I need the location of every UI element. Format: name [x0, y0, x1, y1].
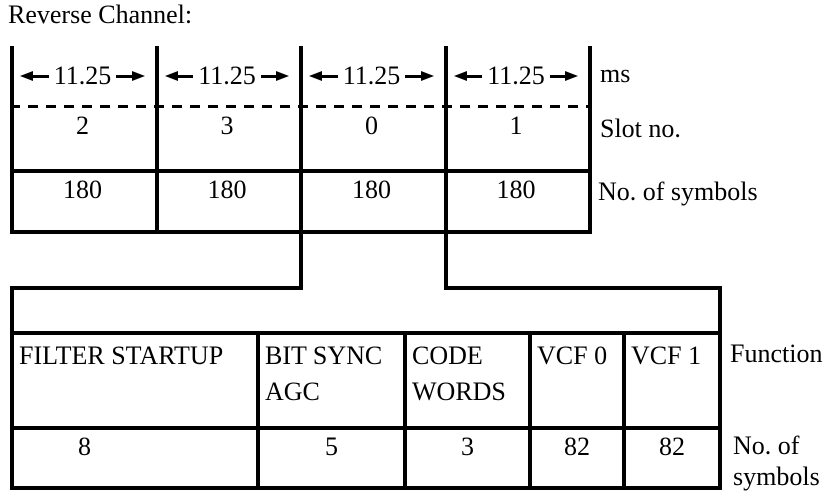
arrow-shaft: [549, 74, 566, 78]
detail-symbols-row-label-line1: No. of: [733, 431, 800, 460]
arrow-shaft: [322, 74, 338, 78]
slot-symbols-cell-2: 180: [352, 175, 391, 204]
arrow-shaft: [178, 74, 194, 78]
symbols-row-label: No. of symbols: [598, 177, 758, 206]
detail-table-left-border: [10, 286, 14, 490]
detail-col-divider-2: [528, 331, 532, 490]
arrow-shaft: [405, 74, 422, 78]
arrow-left-icon: [309, 71, 322, 81]
duration-unit-label: ms: [600, 59, 631, 88]
arrow-right-icon: [276, 71, 290, 81]
slot-symbols-cell-0: 180: [63, 175, 102, 204]
arrow-right-icon: [132, 71, 146, 81]
arrow-right-icon: [565, 71, 579, 81]
arrow-shaft: [116, 74, 133, 78]
duration-value: 11.25: [487, 61, 545, 90]
detail-table-top-border: [10, 331, 722, 335]
detail-symbols-row-label-line2: symbols: [733, 462, 820, 491]
figure-title: Reverse Channel:: [8, 0, 193, 29]
duration-cell-2: 11.25: [299, 50, 444, 102]
duration-cell-3: 11.25: [444, 50, 588, 102]
detail-table-bottom-border: [10, 486, 722, 490]
slot-tick-line-2: [299, 46, 303, 234]
upper-row-divider-line: [10, 169, 592, 173]
arrow-shaft: [33, 74, 49, 78]
expansion-connector-left-line: [299, 230, 303, 290]
detail-row-divider-line: [10, 426, 722, 430]
arrow-shaft: [467, 74, 483, 78]
expansion-bracket-right-line: [444, 286, 722, 290]
duration-value: 11.25: [198, 61, 256, 90]
slot-tick-line-1: [155, 46, 159, 234]
arrow-left-icon: [454, 71, 467, 81]
dashed-separator-line: [10, 105, 592, 108]
arrow-left-icon: [20, 71, 33, 81]
slot-tick-line-0: [10, 46, 14, 234]
segment-symbols-cell-0: 8: [78, 432, 91, 461]
arrow-right-icon: [421, 71, 435, 81]
segment-symbols-cell-2: 3: [461, 432, 474, 461]
duration-cell-0: 11.25: [10, 50, 155, 102]
slot-symbols-cell-1: 180: [207, 175, 247, 204]
slot-number-cell-1: 3: [220, 111, 234, 140]
detail-col-divider-1: [403, 331, 407, 490]
function-cell-3: VCF 0: [537, 341, 608, 370]
slot-row-label: Slot no.: [600, 114, 681, 143]
duration-value: 11.25: [53, 61, 112, 90]
segment-symbols-cell-3: 82: [564, 432, 590, 461]
slot-number-cell-3: 1: [509, 111, 523, 140]
duration-value: 11.25: [342, 61, 401, 90]
function-cell-2: CODE WORDS: [412, 341, 506, 406]
expansion-connector-right-line: [444, 230, 448, 290]
function-cell-1: BIT SYNC AGC: [265, 341, 383, 406]
function-cell-4: VCF 1: [631, 341, 702, 370]
expansion-bracket-left-line: [10, 286, 303, 290]
function-row-label: Function: [730, 339, 823, 368]
slot-number-cell-0: 2: [76, 111, 89, 140]
slot-tick-line-3: [444, 46, 448, 234]
function-cell-0: FILTER STARTUP: [19, 341, 224, 370]
segment-symbols-cell-4: 82: [659, 432, 685, 461]
slot-number-cell-2: 0: [365, 111, 378, 140]
detail-col-divider-3: [622, 331, 626, 490]
duration-cell-1: 11.25: [155, 50, 299, 102]
arrow-shaft: [260, 74, 277, 78]
detail-table-right-border: [718, 286, 722, 490]
arrow-left-icon: [165, 71, 178, 81]
detail-col-divider-0: [256, 331, 260, 490]
segment-symbols-cell-1: 5: [325, 432, 338, 461]
slot-symbols-cell-3: 180: [496, 175, 536, 204]
slot-tick-line-4: [588, 46, 592, 234]
